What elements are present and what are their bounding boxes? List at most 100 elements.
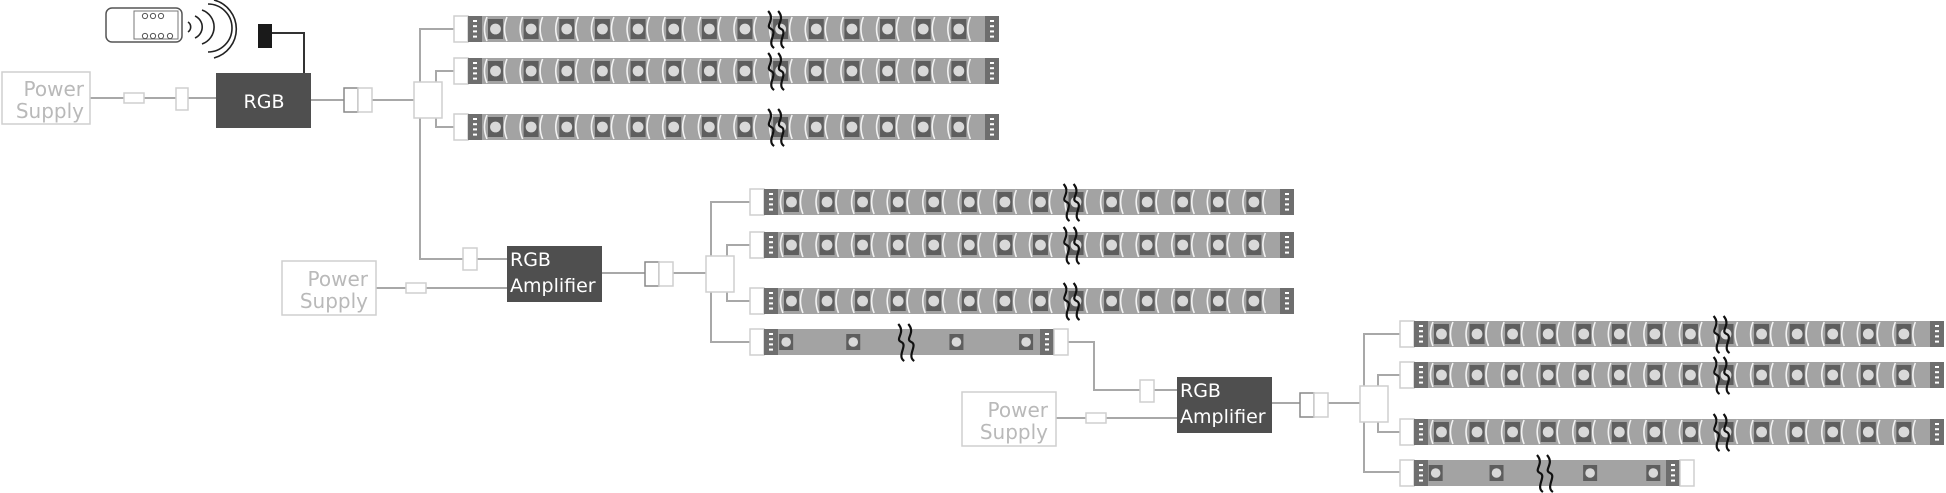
segment-cut — [1099, 189, 1104, 215]
contact-pad — [473, 30, 477, 33]
led — [1827, 426, 1839, 438]
segment-cut — [875, 16, 880, 42]
contact-pad — [1935, 325, 1939, 327]
rgb-amplifier-2[interactable]: RGB Amplifier — [1177, 377, 1272, 433]
led-chip — [1242, 189, 1267, 215]
contact-pad — [990, 72, 994, 75]
segment-cut — [1678, 419, 1683, 445]
power-supply-1[interactable]: Power Supply — [1, 71, 91, 125]
led-strip-1-3 — [453, 108, 999, 147]
contact-pad — [769, 297, 773, 300]
led — [1791, 426, 1803, 438]
segment-cut — [870, 189, 875, 215]
led-chip — [840, 16, 865, 42]
segment-cut — [1206, 189, 1211, 215]
led — [1578, 328, 1590, 340]
segment-cut — [1643, 362, 1648, 388]
segment-cut — [921, 232, 926, 258]
led-chip — [1489, 465, 1504, 481]
led-chip — [483, 114, 508, 140]
led — [951, 337, 962, 347]
led — [1827, 369, 1839, 381]
contact-pad — [1285, 246, 1289, 249]
contact-pad — [1935, 340, 1939, 343]
break-mark — [1722, 413, 1731, 452]
led — [1898, 328, 1910, 340]
contact-pad — [473, 72, 477, 75]
led-chip — [661, 114, 686, 140]
contact-pad — [473, 133, 477, 136]
led-chip — [993, 232, 1018, 258]
led-chip — [850, 288, 875, 314]
break-mark — [777, 108, 785, 147]
led-chip — [1678, 419, 1703, 445]
led-chip — [850, 189, 875, 215]
led — [846, 23, 858, 35]
segment-cut — [661, 16, 666, 42]
segment-cut — [804, 58, 809, 84]
segment-cut — [1028, 288, 1033, 314]
strip-connector — [1399, 418, 1415, 446]
led — [1649, 369, 1661, 381]
strip-connector — [749, 287, 765, 315]
segment-cut — [860, 114, 865, 140]
segment-cut — [1226, 232, 1231, 258]
segment-cut — [519, 58, 524, 84]
splitter-2 — [705, 255, 735, 293]
led — [917, 121, 929, 133]
contact-pad — [769, 208, 773, 211]
led — [1756, 328, 1768, 340]
led-chip — [1429, 362, 1454, 388]
segment-cut — [697, 58, 702, 84]
led-chip — [733, 58, 758, 84]
led-chip — [1678, 321, 1703, 347]
rgb-amplifier-1[interactable]: RGB Amplifier — [507, 246, 602, 302]
ps3-plug — [1085, 412, 1107, 424]
segment-cut — [840, 114, 845, 140]
led-chip — [993, 189, 1018, 215]
led — [1436, 328, 1447, 340]
led — [1613, 426, 1625, 438]
segment-cut — [1698, 321, 1703, 347]
segment-cut — [1805, 321, 1810, 347]
contact-pad — [1935, 381, 1939, 384]
led — [810, 65, 822, 77]
contact-pad — [473, 20, 477, 22]
led — [1685, 328, 1696, 340]
led — [1106, 196, 1118, 208]
segment-cut — [1242, 288, 1247, 314]
rgb-amplifier-2-label-line1: RGB — [1180, 380, 1221, 402]
rgb-controller[interactable]: RGB — [216, 73, 311, 128]
power-supply-2[interactable]: Power Supply — [281, 260, 377, 316]
contact-pad — [1419, 335, 1423, 338]
segment-cut — [661, 114, 666, 140]
break-mark — [767, 10, 775, 49]
led — [846, 121, 858, 133]
branch-wire — [1377, 422, 1400, 433]
led-chip — [697, 16, 722, 42]
segment-cut — [1840, 362, 1845, 388]
led-chip — [1099, 232, 1124, 258]
segment-cut — [1805, 419, 1810, 445]
led-chip — [1170, 189, 1195, 215]
segment-cut — [574, 58, 580, 84]
led — [1248, 196, 1260, 208]
segment-cut — [815, 288, 820, 314]
segment-cut — [681, 16, 686, 42]
segment-cut — [1769, 321, 1774, 347]
led — [953, 23, 965, 35]
led — [597, 65, 608, 77]
led-chip — [875, 16, 900, 42]
segment-cut — [1485, 362, 1490, 388]
contact-pad — [1419, 438, 1423, 441]
segment-cut — [860, 16, 865, 42]
break-mark — [1062, 226, 1071, 265]
led-chip — [1019, 334, 1034, 350]
power-supply-3[interactable]: Power Supply — [961, 391, 1057, 447]
segment-cut — [1892, 419, 1897, 445]
led-chip — [1170, 232, 1195, 258]
segment-cut — [977, 288, 982, 314]
led-chip — [1607, 321, 1632, 347]
segment-cut — [1734, 362, 1739, 388]
contact-pad — [1045, 333, 1049, 335]
